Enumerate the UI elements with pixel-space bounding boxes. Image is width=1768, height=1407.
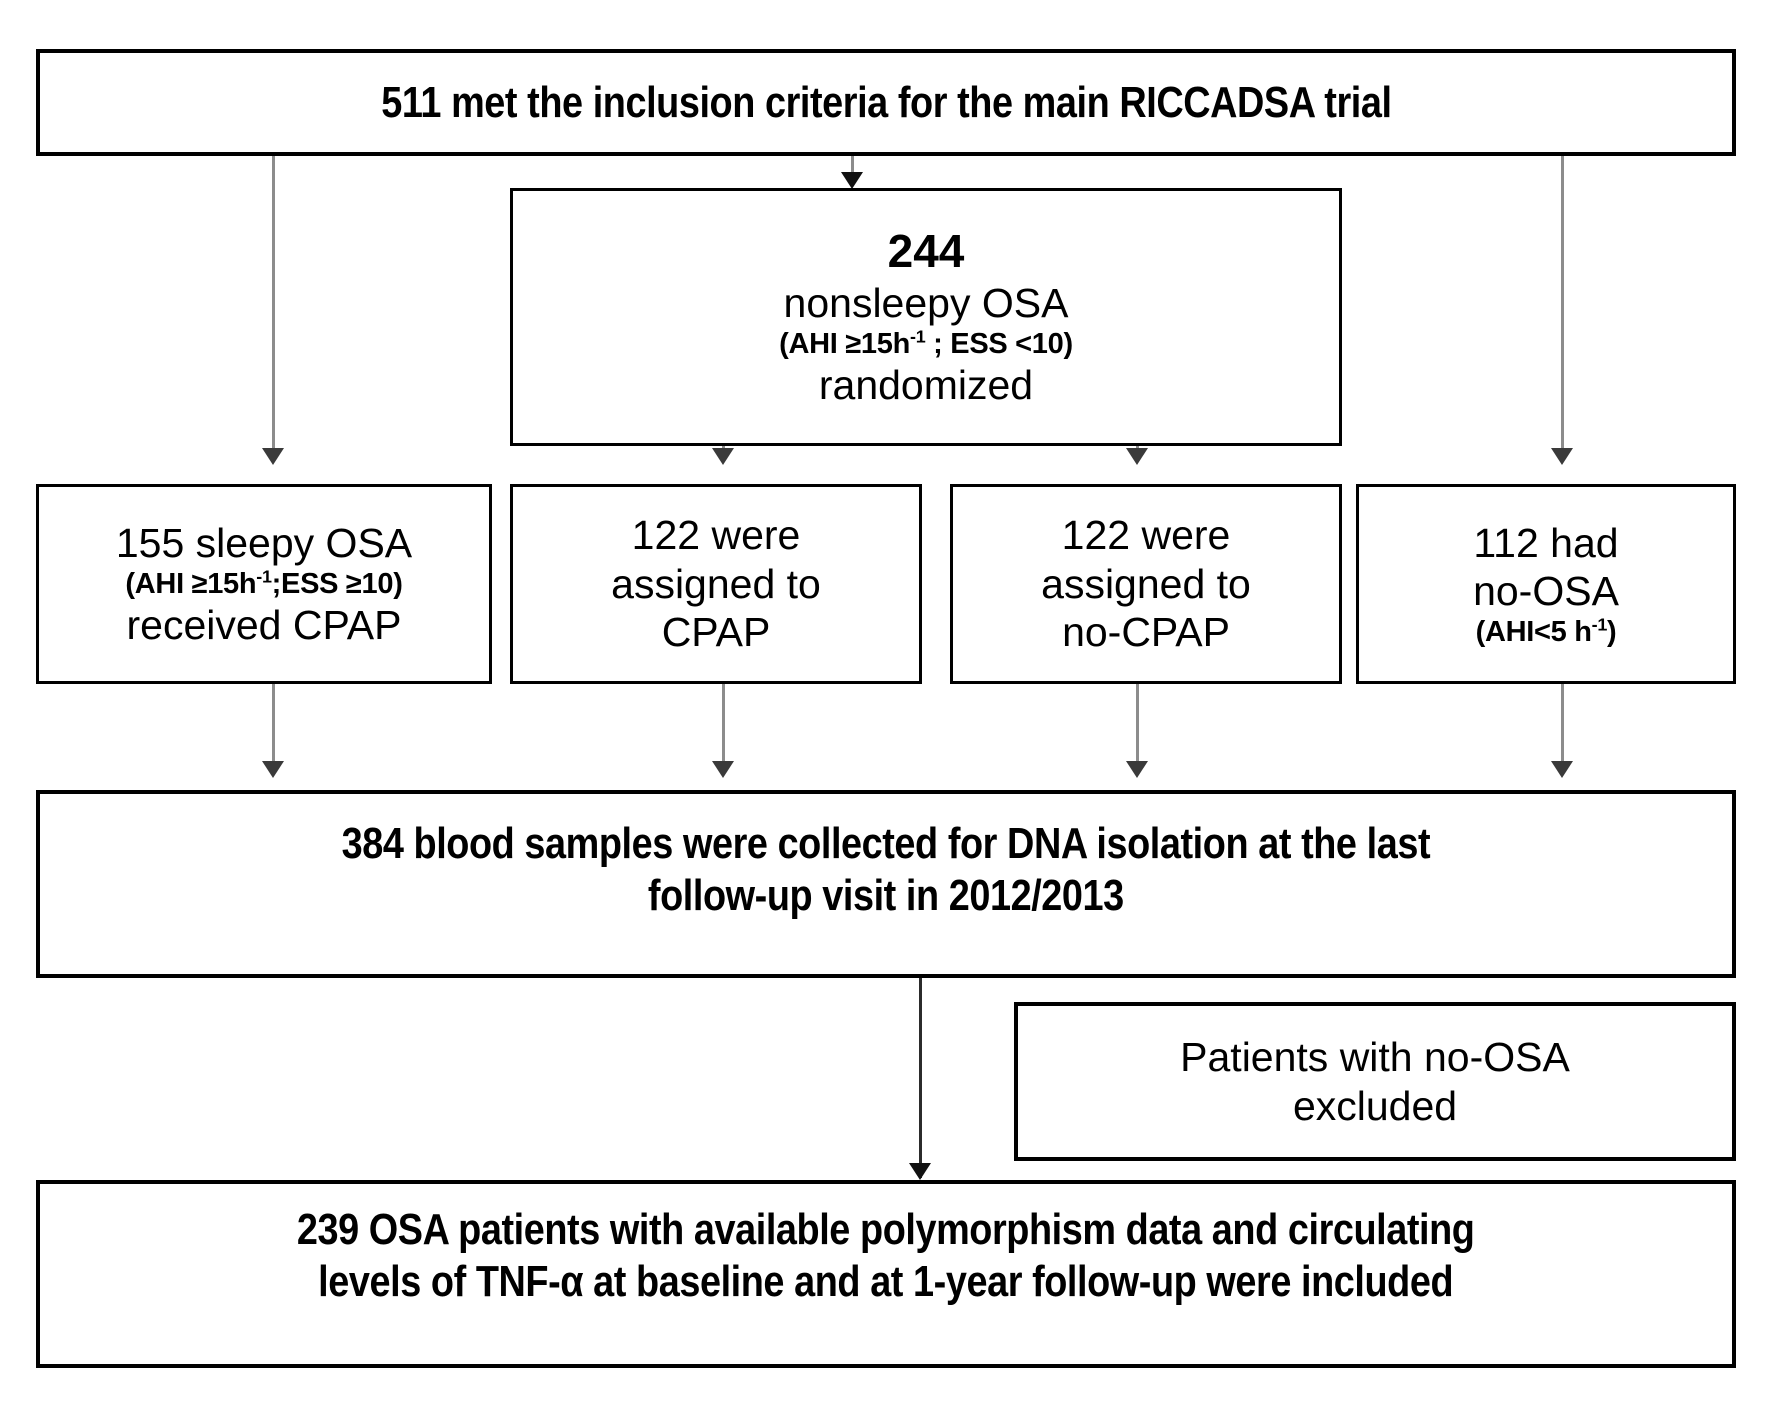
arrowhead-inclusion-to-no-osa	[1551, 448, 1573, 465]
node-randomized-label: nonsleepy OSA	[783, 279, 1069, 326]
node-blood-samples-text: 384 blood samples were collected for DNA…	[342, 818, 1431, 922]
node-assigned-cpap-line2: assigned to	[611, 560, 821, 607]
node-included: 239 OSA patients with available polymorp…	[36, 1180, 1736, 1368]
arrowhead-blood-to-included	[909, 1163, 931, 1180]
arrowhead-sleepy-osa-to-blood	[262, 761, 284, 778]
node-no-osa-text: 112 had no-OSA (AHI<5 h-1)	[1473, 519, 1619, 650]
node-included-line1: 239 OSA patients with available polymorp…	[297, 1205, 1475, 1254]
node-no-osa-line1: 112 had	[1473, 519, 1619, 566]
connector-sleepy-osa-to-blood	[272, 684, 275, 771]
arrowhead-inclusion-to-randomized	[841, 172, 863, 189]
connector-cpap-to-blood	[722, 684, 725, 771]
node-sleepy-osa-criteria: (AHI ≥15h-1;ESS ≥10)	[125, 566, 403, 600]
node-excluded-text: Patients with no-OSA excluded	[1180, 1033, 1570, 1130]
node-randomized-status: randomized	[818, 362, 1034, 409]
node-randomized: 244 nonsleepy OSA (AHI ≥15h-1 ; ESS <10)…	[510, 188, 1342, 446]
arrowhead-cpap-to-blood	[712, 761, 734, 778]
node-sleepy-osa-line3: received CPAP	[126, 602, 402, 649]
node-assigned-no-cpap: 122 were assigned to no-CPAP	[950, 484, 1342, 684]
node-excluded-line1: Patients with no-OSA	[1180, 1034, 1570, 1081]
connector-blood-to-included	[919, 978, 922, 1178]
node-randomized-criteria: (AHI ≥15h-1 ; ESS <10)	[779, 326, 1073, 361]
connector-inclusion-to-sleepy-osa	[272, 156, 275, 458]
node-blood-samples-line1: 384 blood samples were collected for DNA…	[341, 819, 1431, 868]
node-assigned-cpap-text: 122 were assigned to CPAP	[611, 511, 821, 656]
node-excluded-line2: excluded	[1292, 1082, 1458, 1129]
node-randomized-count: 244	[887, 225, 965, 278]
node-sleepy-osa-text: 155 sleepy OSA (AHI ≥15h-1;ESS ≥10) rece…	[116, 519, 412, 650]
node-inclusion-criteria: 511 met the inclusion criteria for the m…	[36, 49, 1736, 156]
connector-inclusion-to-no-osa	[1561, 156, 1564, 458]
arrowhead-randomized-to-no-cpap	[1126, 448, 1148, 465]
node-included-text: 239 OSA patients with available polymorp…	[297, 1204, 1475, 1308]
node-sleepy-osa-criteria-exponent: -1	[256, 566, 272, 587]
node-randomized-text: 244 nonsleepy OSA (AHI ≥15h-1 ; ESS <10)…	[779, 224, 1073, 409]
node-blood-samples-line2: follow-up visit in 2012/2013	[648, 870, 1124, 920]
node-assigned-no-cpap-text: 122 were assigned to no-CPAP	[1041, 511, 1251, 656]
arrowhead-no-cpap-to-blood	[1126, 761, 1148, 778]
node-sleepy-osa: 155 sleepy OSA (AHI ≥15h-1;ESS ≥10) rece…	[36, 484, 492, 684]
node-sleepy-osa-line1: 155 sleepy OSA	[115, 519, 413, 566]
node-included-line2: levels of TNF-α at baseline and at 1-yea…	[318, 1256, 1454, 1306]
node-assigned-cpap-line1: 122 were	[631, 512, 801, 559]
connector-no-cpap-to-blood	[1136, 684, 1139, 771]
node-assigned-cpap-line3: CPAP	[661, 609, 771, 656]
node-blood-samples: 384 blood samples were collected for DNA…	[36, 790, 1736, 978]
connector-inclusion-to-randomized	[851, 156, 854, 184]
node-excluded: Patients with no-OSA excluded	[1014, 1002, 1736, 1161]
arrowhead-no-osa-to-blood	[1551, 761, 1573, 778]
node-assigned-no-cpap-line2: assigned to	[1041, 560, 1251, 607]
node-no-osa: 112 had no-OSA (AHI<5 h-1)	[1356, 484, 1736, 684]
arrowhead-randomized-to-cpap	[712, 448, 734, 465]
node-assigned-no-cpap-line1: 122 were	[1061, 512, 1231, 559]
node-no-osa-criteria: (AHI<5 h-1)	[1475, 614, 1617, 649]
node-randomized-criteria-exponent: -1	[910, 326, 926, 347]
connector-no-osa-to-blood	[1561, 684, 1564, 771]
node-assigned-cpap: 122 were assigned to CPAP	[510, 484, 922, 684]
node-no-osa-criteria-exponent: -1	[1591, 614, 1608, 635]
node-assigned-no-cpap-line3: no-CPAP	[1062, 609, 1230, 656]
node-inclusion-label: 511 met the inclusion criteria for the m…	[380, 77, 1392, 127]
node-no-osa-line2: no-OSA	[1473, 567, 1619, 614]
arrowhead-inclusion-to-sleepy-osa	[262, 448, 284, 465]
